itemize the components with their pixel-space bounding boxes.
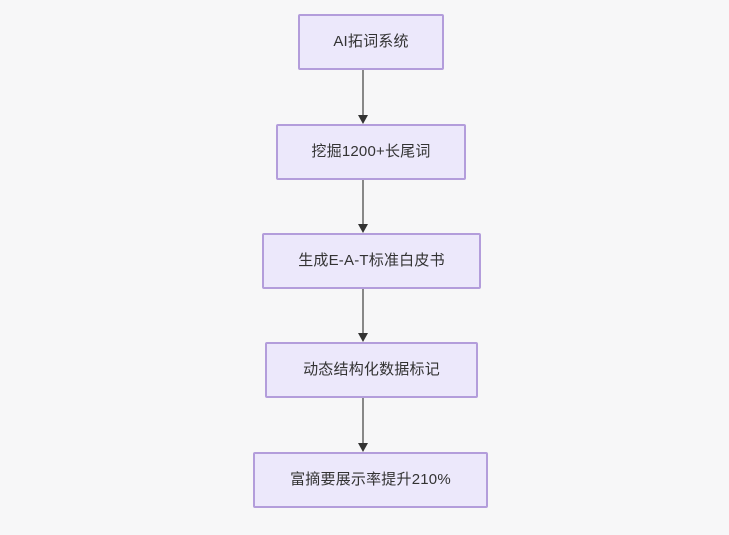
flow-edge-3 bbox=[354, 289, 372, 342]
arrow-head-icon bbox=[358, 115, 368, 124]
flow-edge-2 bbox=[354, 180, 372, 233]
flow-node-label: 富摘要展示率提升210% bbox=[290, 471, 451, 488]
flow-node-label: AI拓词系统 bbox=[333, 33, 409, 50]
flow-node-label: 挖掘1200+长尾词 bbox=[311, 143, 431, 160]
arrow-head-icon bbox=[358, 333, 368, 342]
arrow-head-icon bbox=[358, 224, 368, 233]
edge-line bbox=[362, 70, 364, 116]
flow-node-structured-data-markup[interactable]: 动态结构化数据标记 bbox=[265, 342, 478, 398]
flow-node-rich-snippet-result[interactable]: 富摘要展示率提升210% bbox=[253, 452, 488, 508]
edge-line bbox=[362, 397, 364, 444]
flow-node-eat-whitepaper[interactable]: 生成E-A-T标准白皮书 bbox=[262, 233, 481, 289]
flow-node-ai-keyword-system[interactable]: AI拓词系统 bbox=[298, 14, 444, 70]
flow-edge-4 bbox=[354, 397, 372, 452]
arrow-head-icon bbox=[358, 443, 368, 452]
flow-edge-1 bbox=[354, 70, 372, 124]
flow-node-label: 生成E-A-T标准白皮书 bbox=[298, 252, 445, 269]
flow-node-longtail-mining[interactable]: 挖掘1200+长尾词 bbox=[276, 124, 466, 180]
edge-line bbox=[362, 289, 364, 334]
flow-node-label: 动态结构化数据标记 bbox=[303, 361, 440, 378]
edge-line bbox=[362, 180, 364, 225]
